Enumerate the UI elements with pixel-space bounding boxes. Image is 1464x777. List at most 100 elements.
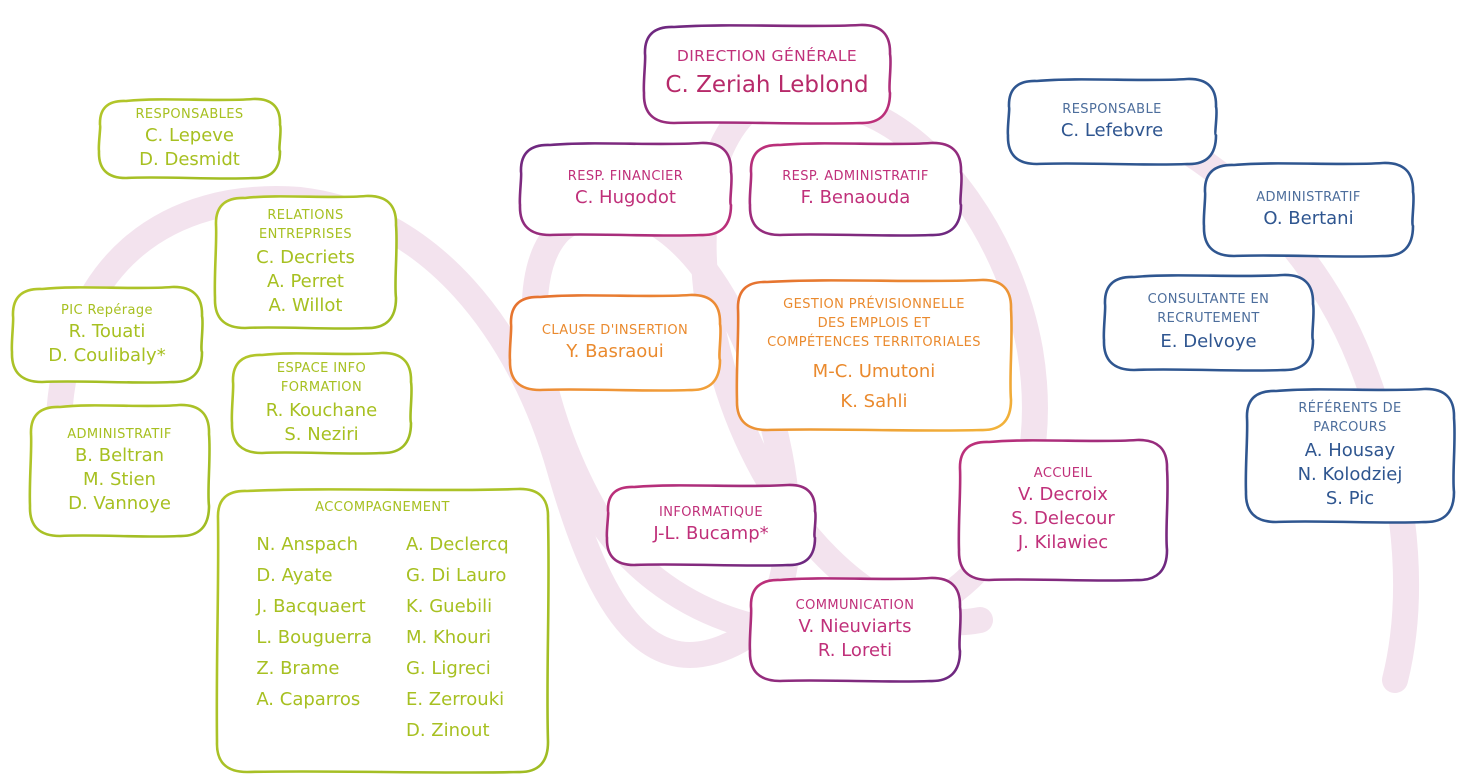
title-line: RECRUTEMENT	[1157, 311, 1260, 326]
card-title: ESPACE INFO FORMATION	[277, 359, 366, 397]
informatique-card: INFORMATIQUE J-L. Bucamp*	[605, 482, 817, 567]
person-name: A. Caparros	[256, 689, 361, 710]
card-frame	[518, 141, 733, 237]
person-name: J. Bacquaert	[256, 596, 366, 617]
person-name: D. Ayate	[256, 565, 333, 586]
card-title: RESPONSABLE	[1062, 101, 1162, 117]
person-name: M-C. Umutoni	[812, 361, 936, 382]
title-line: ESPACE INFO	[276, 360, 367, 376]
person-name: A. Declercq	[405, 534, 509, 555]
person-name: V. Decroix	[1018, 484, 1108, 505]
card-frame	[748, 576, 962, 683]
title-line: CONSULTANTE EN	[1147, 292, 1270, 307]
card-title: GESTION PRÉVISIONNELLE DES EMPLOIS ET CO…	[767, 295, 981, 352]
card-frame	[605, 483, 817, 567]
responsables-card: RESPONSABLES C. Lepeve D. Desmidt	[97, 96, 282, 180]
card-title: PIC Repérage	[61, 302, 153, 318]
title-line: ENTREPRISES	[259, 226, 352, 242]
resp-financier-card: RESP. FINANCIER C. Hugodot	[518, 140, 733, 237]
person-name: B. Beltran	[74, 444, 165, 466]
espace-info-formation-card: ESPACE INFO FORMATION R. Kouchane S. Nez…	[230, 350, 413, 455]
card-title: INFORMATIQUE	[659, 505, 763, 520]
person-name: A. Perret	[267, 270, 344, 292]
person-name: C. Hugodot	[575, 187, 676, 208]
person-name: M. Khouri	[405, 627, 491, 648]
person-name: D. Desmidt	[139, 148, 240, 170]
title-line: RÉFÉRENTS DE	[1298, 401, 1402, 416]
person-name: C. Lepeve	[144, 124, 235, 146]
person-name: A. Willot	[268, 294, 343, 316]
resp-administratif-card: RESP. ADMINISTRATIF F. Benaouda	[748, 140, 963, 237]
title-line: FORMATION	[280, 379, 363, 395]
administratif-left-card: ADMINISTRATIF B. Beltran M. Stien D. Van…	[28, 402, 211, 538]
card-title: ADMINISTRATIF	[1256, 189, 1361, 205]
person-name: D. Vannoye	[68, 492, 171, 514]
clause-insertion-card: CLAUSE D'INSERTION Y. Basraoui	[508, 292, 722, 392]
person-name: E. Delvoye	[1160, 331, 1257, 352]
title-line: PARCOURS	[1313, 420, 1387, 435]
person-name: J. Kilawiec	[1017, 532, 1109, 553]
responsable-right-card: RESPONSABLE C. Lefebvre	[1006, 76, 1218, 166]
card-frame	[508, 293, 722, 392]
card-title: RESP. ADMINISTRATIF	[782, 169, 929, 184]
card-title: ACCUEIL	[1033, 466, 1093, 481]
names-column-2: A. Declercq G. Di Lauro K. Guebili M. Kh…	[406, 529, 509, 746]
relations-entreprises-card: RELATIONS ENTREPRISES C. Decriets A. Per…	[213, 193, 398, 330]
administratif-right-card: ADMINISTRATIF O. Bertani	[1202, 160, 1415, 258]
card-title: CLAUSE D'INSERTION	[541, 322, 689, 338]
card-frame	[10, 285, 204, 384]
card-title: RELATIONS ENTREPRISES	[259, 206, 352, 244]
names-column-1: N. Anspach D. Ayate J. Bacquaert L. Boug…	[256, 529, 372, 746]
person-name: O. Bertani	[1263, 207, 1354, 229]
card-frame	[1202, 161, 1415, 258]
card-frame	[1006, 77, 1218, 166]
person-name: G. Di Lauro	[405, 565, 507, 586]
card-title: ACCOMPAGNEMENT	[315, 500, 450, 515]
card-frame	[1244, 387, 1456, 524]
title-line: DES EMPLOIS ET	[817, 316, 931, 331]
person-name: R. Touati	[68, 320, 146, 342]
direction-generale-card: DIRECTION GÉNÉRALE C. Zeriah Leblond	[642, 22, 892, 125]
card-frame	[642, 23, 892, 125]
person-name: L. Bouguerra	[256, 627, 372, 648]
person-name: Z. Brame	[256, 658, 340, 679]
person-name: D. Zinout	[405, 720, 490, 741]
card-title: CONSULTANTE EN RECRUTEMENT	[1148, 290, 1270, 328]
card-frame	[230, 351, 413, 455]
person-name: R. Kouchane	[265, 399, 378, 421]
communication-card: COMMUNICATION V. Nieuviarts R. Loreti	[748, 575, 962, 683]
person-name: N. Anspach	[256, 534, 359, 555]
person-name: S. Delecour	[1011, 508, 1115, 529]
title-line: GESTION PRÉVISIONNELLE	[783, 297, 965, 312]
card-title: DIRECTION GÉNÉRALE	[676, 47, 858, 65]
card-frame	[748, 141, 963, 237]
title-line: COMPÉTENCES TERRITORIALES	[767, 335, 981, 350]
person-name: J-L. Bucamp*	[653, 523, 769, 544]
pic-reperage-card: PIC Repérage R. Touati D. Coulibaly*	[10, 284, 204, 384]
person-name: V. Nieuviarts	[798, 615, 912, 637]
person-name: A. Housay	[1304, 440, 1396, 461]
accompagnement-card: ACCOMPAGNEMENT N. Anspach D. Ayate J. Ba…	[215, 486, 550, 774]
person-name: C. Zeriah Leblond	[665, 72, 869, 98]
person-name: R. Loreti	[817, 639, 893, 661]
accueil-card: ACCUEIL V. Decroix S. Delecour J. Kilawi…	[957, 437, 1169, 582]
card-frame	[957, 438, 1169, 582]
referents-parcours-card: RÉFÉRENTS DE PARCOURS A. Housay N. Kolod…	[1244, 386, 1456, 524]
person-name: C. Lefebvre	[1060, 119, 1164, 141]
person-name: S. Pic	[1325, 488, 1375, 509]
person-name: Y. Basraoui	[566, 340, 664, 362]
person-name: M. Stien	[83, 468, 156, 490]
card-frame	[213, 194, 398, 330]
consultante-recrutement-card: CONSULTANTE EN RECRUTEMENT E. Delvoye	[1102, 272, 1315, 372]
person-name: S. Neziri	[284, 423, 359, 445]
person-name: F. Benaouda	[800, 187, 911, 208]
title-line: RELATIONS	[267, 207, 344, 223]
card-title: RESP. FINANCIER	[567, 169, 684, 184]
person-name: G. Ligreci	[405, 658, 491, 679]
person-name: K. Sahli	[840, 391, 908, 412]
card-frame	[28, 403, 211, 538]
person-name: D. Coulibaly*	[48, 344, 166, 366]
person-name: K. Guebili	[405, 596, 493, 617]
card-title: ADMINISTRATIF	[67, 426, 172, 442]
card-title: RÉFÉRENTS DE PARCOURS	[1298, 399, 1401, 437]
